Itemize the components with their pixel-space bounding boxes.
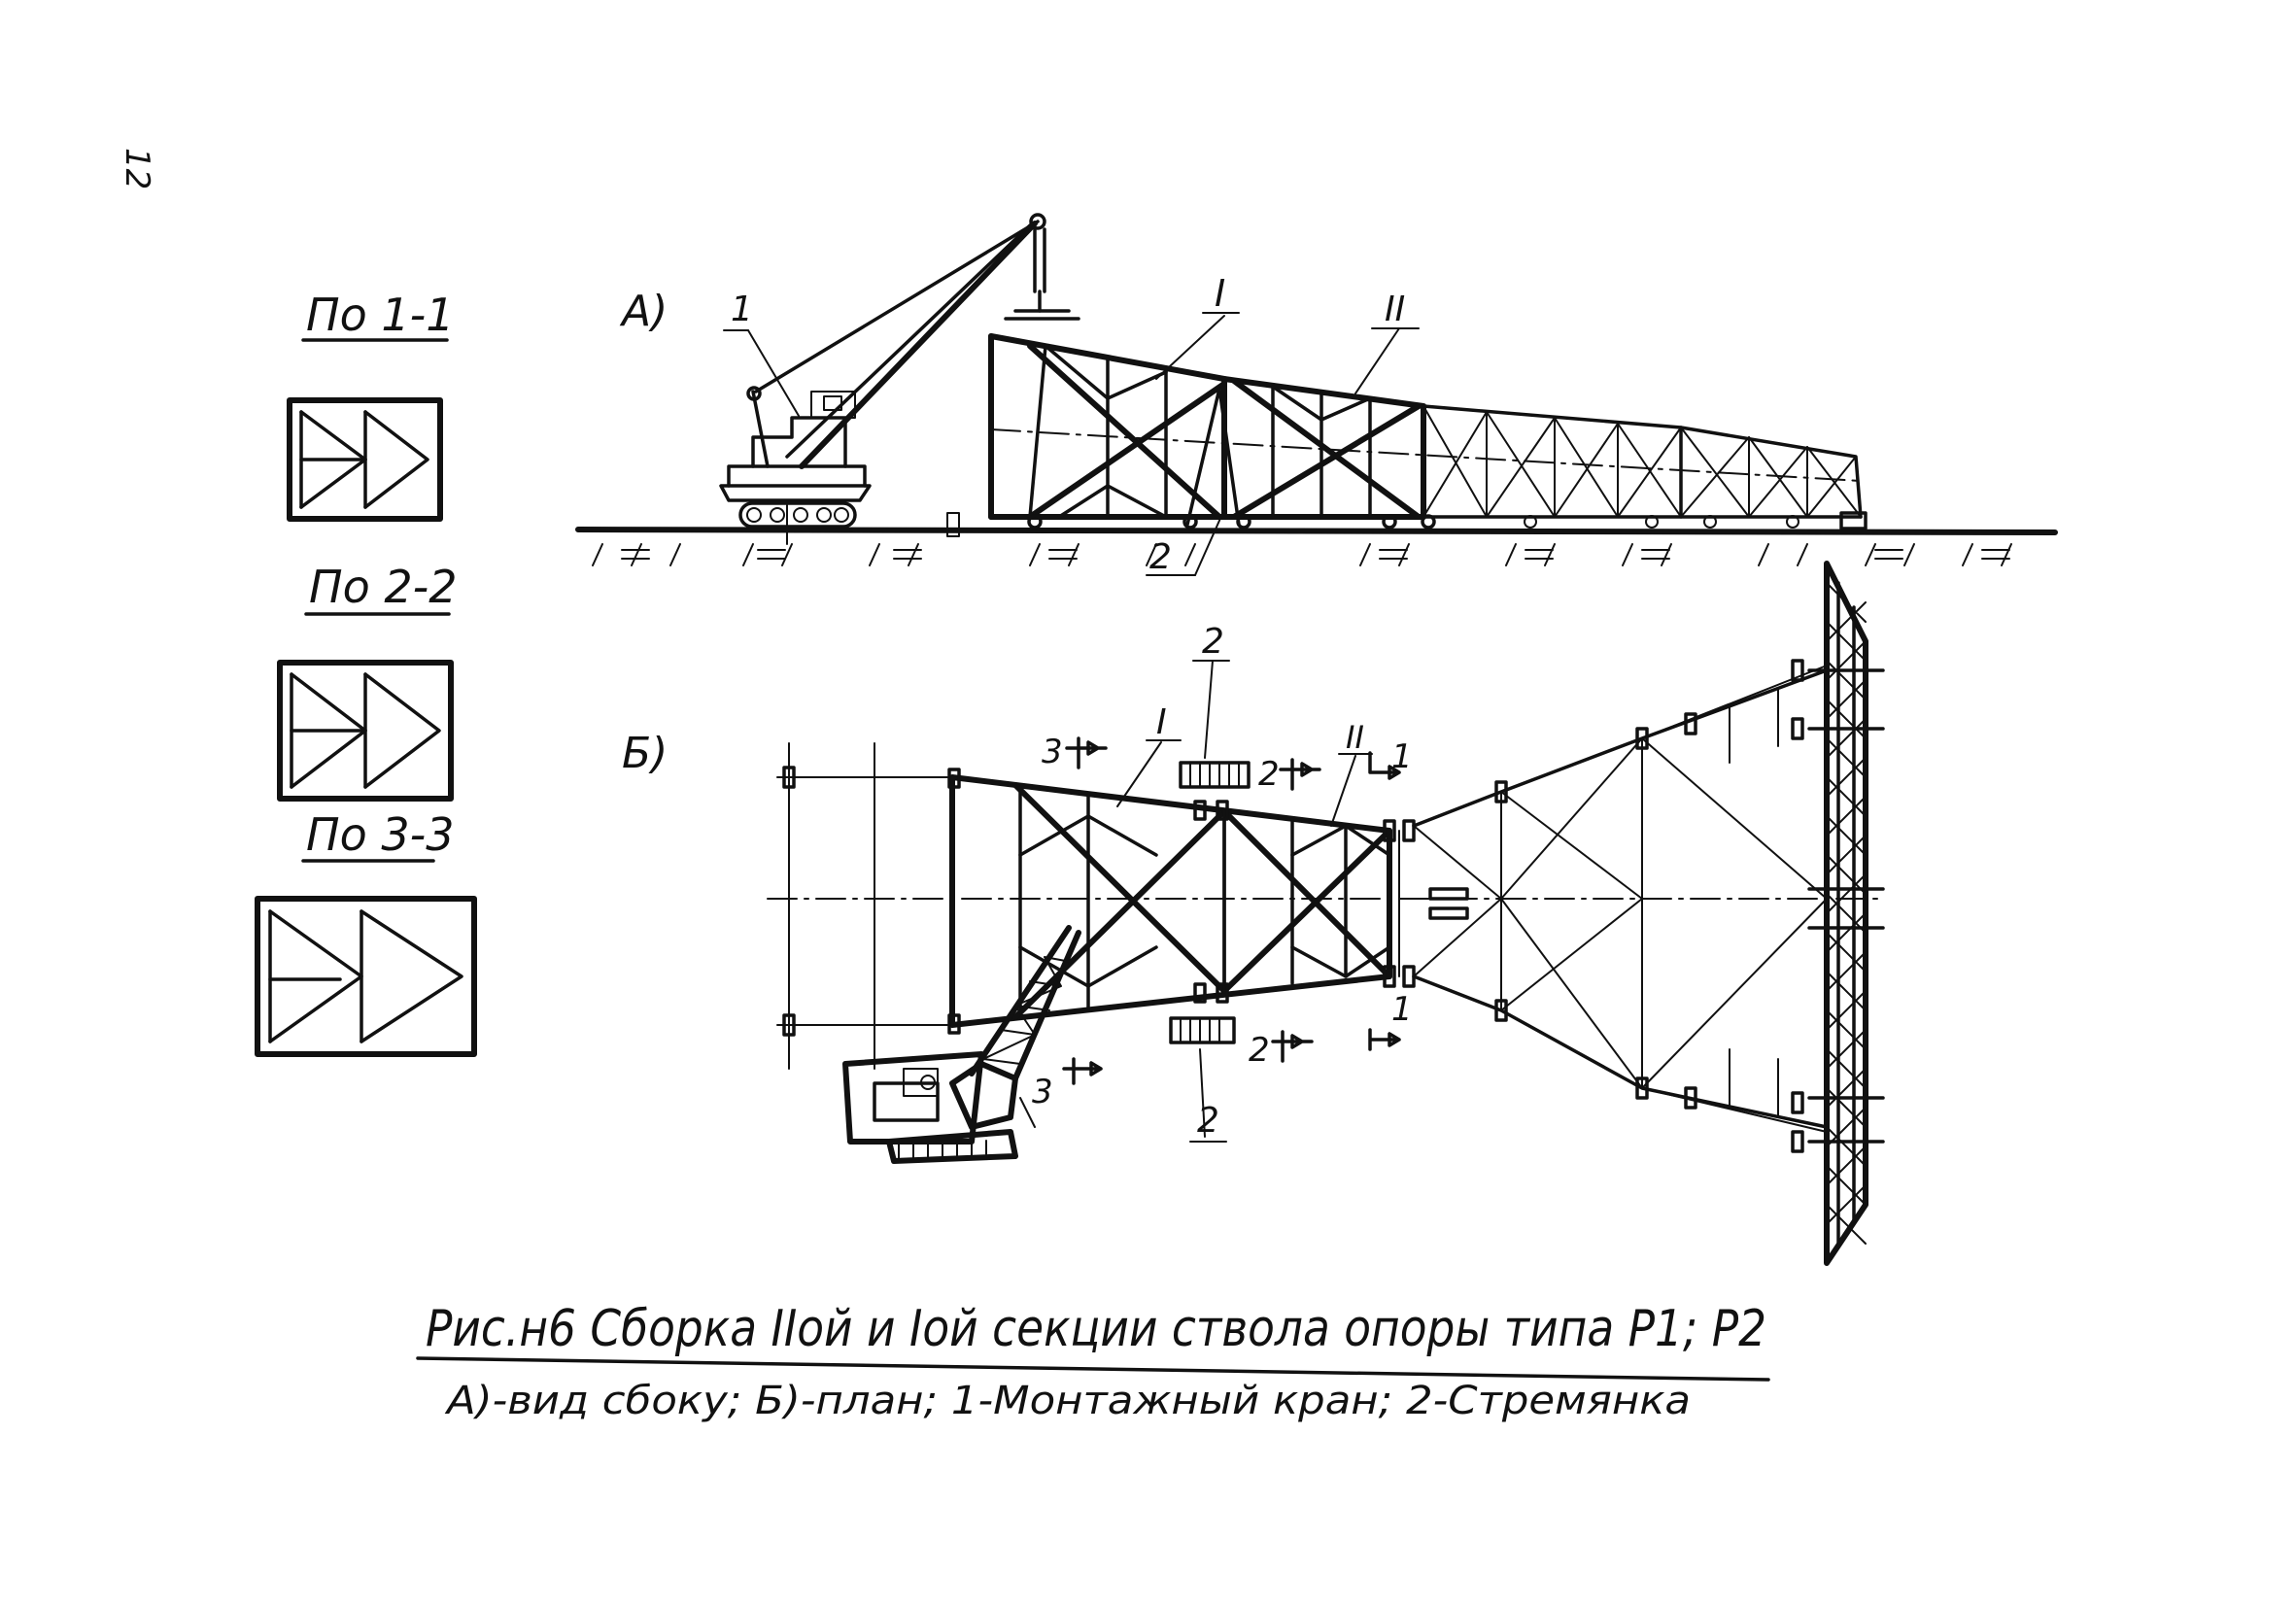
caption: Рис.н6 Сборка IIой и Iой секции ствола о… bbox=[416, 1300, 1770, 1423]
cut-3-top: 3 bbox=[1042, 733, 1063, 771]
plan-view: Б) bbox=[622, 561, 1885, 1266]
cut-3-bottom: 3 bbox=[1032, 1073, 1053, 1111]
roman-II-side-label: II bbox=[1385, 290, 1405, 329]
cut-2-bottom: 2 bbox=[1249, 1031, 1270, 1070]
section-1-1-title: По 1-1 bbox=[306, 289, 455, 341]
section-2-2: По 2-2 bbox=[277, 561, 458, 802]
crane-number-label: 1 bbox=[731, 290, 753, 329]
section-3-3: По 3-3 bbox=[255, 808, 477, 1057]
roman-I-side-label: I bbox=[1215, 272, 1225, 315]
section-2-2-title: По 2-2 bbox=[309, 561, 458, 613]
crawler-crane-plan bbox=[842, 925, 1081, 1164]
ground-line bbox=[575, 527, 2058, 535]
section-3-3-title: По 3-3 bbox=[306, 808, 455, 861]
cut-1-top: 1 bbox=[1391, 737, 1413, 776]
ground-hatching bbox=[592, 543, 2012, 566]
roman-I-plan-label: I bbox=[1156, 702, 1167, 742]
caption-legend: А)-вид сбоку; Б)-план; 1-Монтажный кран;… bbox=[444, 1379, 1691, 1423]
ladders-plan: 2 2 bbox=[1169, 622, 1251, 1143]
ladder-number-side: 2 bbox=[1149, 537, 1172, 577]
side-view: А) 1 bbox=[575, 213, 2058, 577]
section-1-1: По 1-1 bbox=[287, 289, 455, 522]
view-b-label: Б) bbox=[622, 729, 668, 778]
cut-1-bottom: 1 bbox=[1391, 990, 1413, 1029]
view-a-label: А) bbox=[619, 287, 668, 336]
truss-remaining-side bbox=[946, 404, 1868, 537]
truss-section-II-side: II bbox=[1221, 290, 1436, 530]
roman-II-plan-label: II bbox=[1346, 719, 1364, 756]
page-number: 12 bbox=[118, 148, 156, 189]
ladder-number-plan-bottom: 2 bbox=[1197, 1101, 1219, 1141]
cut-2-top: 2 bbox=[1258, 755, 1280, 794]
truss-sections-plan bbox=[947, 768, 1416, 1035]
caption-title: Рис.н6 Сборка IIой и Iой секции ствола о… bbox=[426, 1300, 1766, 1358]
cut-markers: 3 2 1 1 2 3 bbox=[1032, 733, 1413, 1111]
crawler-crane-side: 1 bbox=[719, 213, 1080, 545]
ladder-number-plan-top: 2 bbox=[1202, 622, 1224, 662]
end-section-plan bbox=[1791, 561, 1885, 1266]
